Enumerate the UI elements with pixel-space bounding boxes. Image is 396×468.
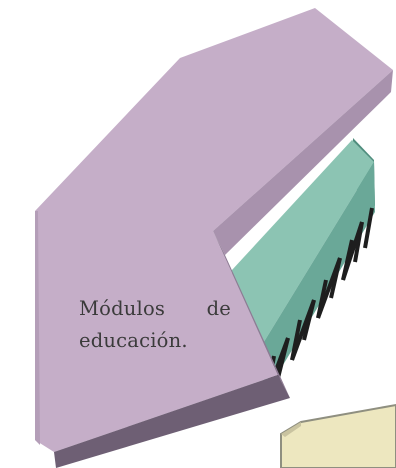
teal-module-supports [266, 207, 374, 393]
teal-module-top-face [232, 140, 374, 345]
purple-module-front-face [54, 375, 290, 468]
tan-module [280, 403, 396, 468]
purple-module-side-face [213, 70, 393, 255]
caption-word-modulos: Módulos [79, 297, 166, 320]
teal-module [232, 138, 375, 395]
module-caption: Módulos de educación. [79, 293, 231, 357]
tan-module-top-face [280, 403, 396, 468]
caption-word-de: de [206, 297, 231, 320]
tan-module-edge [281, 422, 301, 437]
caption-line-1: Módulos de [79, 293, 231, 325]
caption-line-2: educación. [79, 329, 188, 352]
purple-module-top-face [35, 8, 393, 452]
purple-module-left-edge [35, 211, 40, 445]
purple-module [35, 8, 393, 468]
purple-module-inner-face [213, 231, 290, 398]
teal-module-front-face [262, 162, 375, 395]
